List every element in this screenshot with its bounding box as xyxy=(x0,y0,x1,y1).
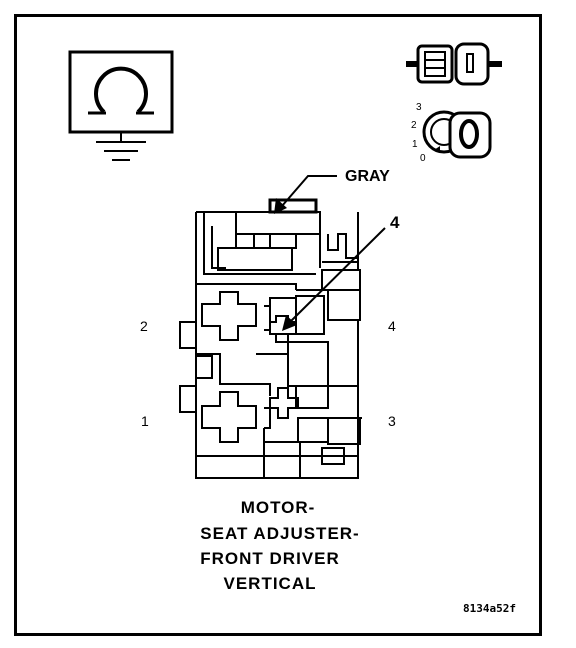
connector-face xyxy=(179,198,362,479)
gray-arrow-head xyxy=(274,198,287,214)
pin-label-2: 2 xyxy=(140,318,148,334)
pin-label-1: 1 xyxy=(141,413,149,429)
pin-label-4: 4 xyxy=(388,318,396,334)
wire-color-label: GRAY xyxy=(345,168,390,185)
ignition-position-0: 0 xyxy=(420,153,426,164)
caption: MOTOR- SEAT ADJUSTER- FRONT DRIVER VERTI… xyxy=(200,498,359,593)
ignition-position-2: 2 xyxy=(411,120,417,131)
caption-line-1: MOTOR- xyxy=(241,498,316,517)
ohmmeter-icon xyxy=(68,50,174,161)
caption-line-2: SEAT ADJUSTER- xyxy=(200,524,359,543)
caption-line-3: FRONT DRIVER xyxy=(200,549,340,568)
ignition-position-1: 1 xyxy=(412,139,418,150)
figure-id: 8134a52f xyxy=(463,602,516,615)
caption-line-4: VERTICAL xyxy=(224,574,317,593)
disconnected-connector-icon xyxy=(406,42,502,86)
ignition-position-3: 3 xyxy=(416,102,422,113)
ignition-switch-icon: 3 2 1 0 xyxy=(411,102,492,164)
pin-label-3: 3 xyxy=(388,413,396,429)
callout-number: 4 xyxy=(390,213,400,232)
